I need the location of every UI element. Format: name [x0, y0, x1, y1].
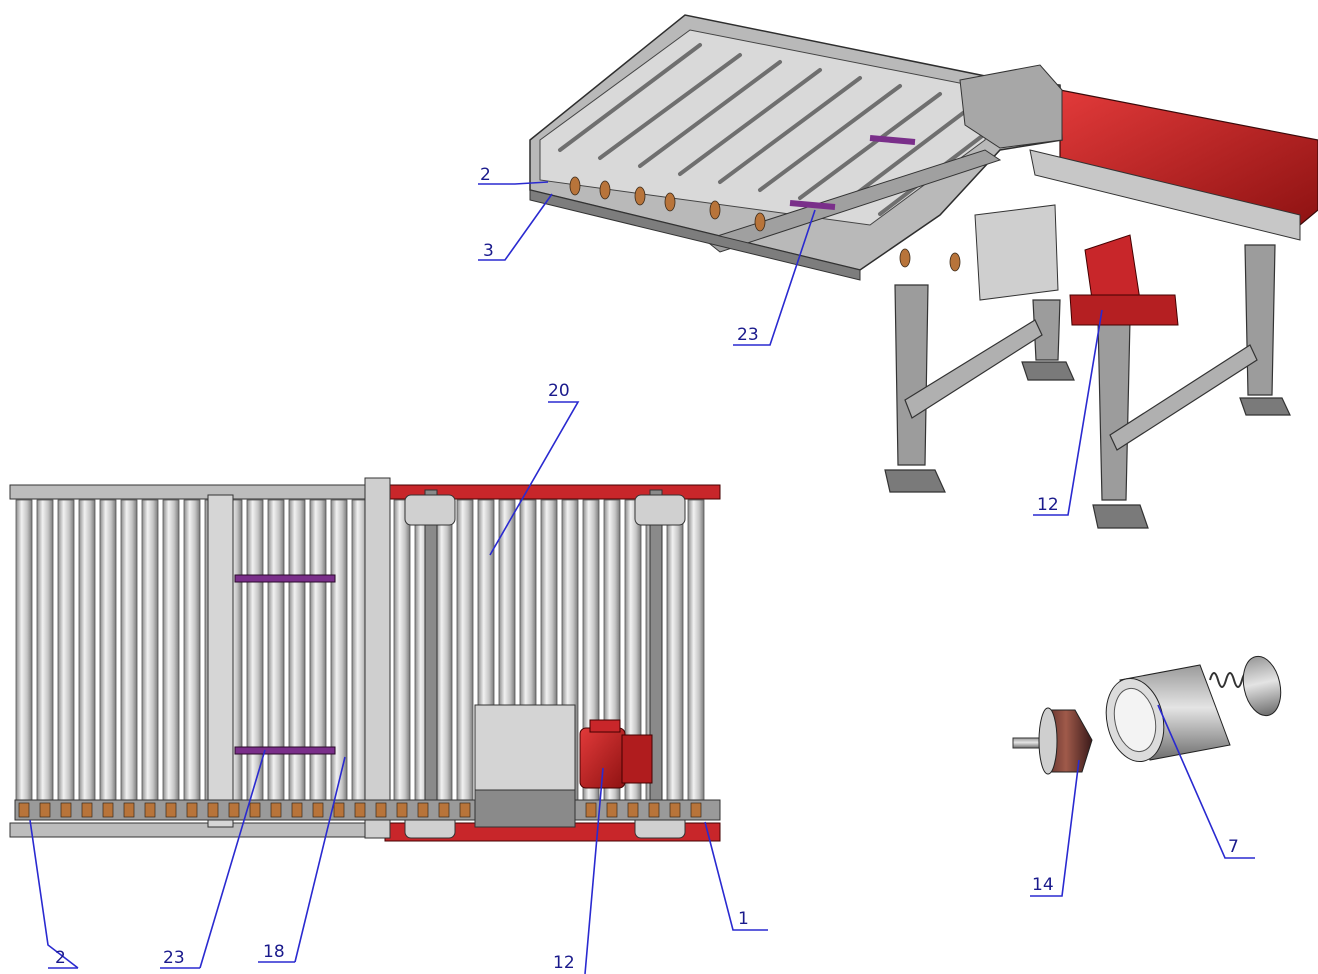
svg-text:14: 14 [1032, 875, 1054, 895]
bronze-collar [606, 802, 618, 818]
top-rail-grey [9, 484, 386, 500]
bronze-collar [270, 802, 282, 818]
bronze-collar [123, 802, 135, 818]
roller [183, 499, 201, 801]
bronze-collar [690, 802, 702, 818]
top-plan-view: 20 2 23 18 12 1 [9, 381, 768, 974]
bumper-sleeve [1105, 664, 1231, 762]
bronze-collar [459, 802, 471, 818]
bronze-collar [102, 802, 114, 818]
svg-text:12: 12 [1037, 495, 1059, 515]
svg-text:18: 18 [263, 942, 285, 962]
bronze-collar [165, 802, 177, 818]
roller [309, 499, 327, 801]
svg-text:7: 7 [1228, 837, 1239, 857]
top-callout-20: 20 [489, 381, 580, 556]
roller [687, 499, 705, 801]
gravity-roller-bed [529, 14, 1063, 281]
detail-callout-7: 7 [1157, 704, 1255, 859]
bronze-collar [18, 802, 30, 818]
roller [393, 499, 411, 801]
rubber-cone-bumper [1038, 707, 1093, 775]
bronze-collar [648, 802, 660, 818]
bronze-collar [354, 802, 366, 818]
bronze-collar [669, 802, 681, 818]
iso-callout-2: 2 [478, 165, 549, 185]
bronze-collar [333, 802, 345, 818]
iso-callout-23: 23 [733, 209, 816, 346]
bronze-collar [585, 802, 597, 818]
bronze-collar [81, 802, 93, 818]
bronze-collar [627, 802, 639, 818]
svg-text:3: 3 [483, 241, 494, 261]
roller [78, 499, 96, 801]
roller [246, 499, 264, 801]
roller [141, 499, 159, 801]
roller [666, 499, 684, 801]
bronze-collar [375, 802, 387, 818]
compression-spring [1209, 672, 1251, 688]
svg-text:2: 2 [480, 165, 491, 185]
roller [330, 499, 348, 801]
top-callout-18: 18 [258, 756, 346, 963]
roller [120, 499, 138, 801]
roller [57, 499, 75, 801]
rubber-stop-bar [234, 746, 336, 755]
bronze-collar [438, 802, 450, 818]
bronze-collar [249, 802, 261, 818]
exploded-detail-view: 14 7 [1012, 655, 1282, 897]
svg-text:20: 20 [548, 381, 570, 401]
roller [435, 499, 453, 801]
svg-text:12: 12 [553, 953, 575, 973]
iso-callout-3: 3 [478, 193, 553, 261]
top-callout-23: 23 [160, 749, 266, 969]
bronze-collar [207, 802, 219, 818]
svg-text:23: 23 [163, 948, 185, 968]
bronze-collar [60, 802, 72, 818]
roller [15, 499, 33, 801]
top-callout-1: 1 [704, 821, 768, 931]
bronze-collar [396, 802, 408, 818]
iso-callout-12: 12 [1033, 309, 1103, 516]
bronze-collar [312, 802, 324, 818]
support-stand [884, 244, 1291, 529]
svg-text:1: 1 [738, 909, 749, 929]
drive-motor [579, 719, 653, 789]
roller [456, 499, 474, 801]
svg-text:2: 2 [55, 948, 66, 968]
svg-text:23: 23 [737, 325, 759, 345]
bronze-collar [291, 802, 303, 818]
roller [288, 499, 306, 801]
rubber-stop-bar [234, 574, 336, 583]
bronze-collar [417, 802, 429, 818]
roller [99, 499, 117, 801]
roller [267, 499, 285, 801]
bronze-collar [144, 802, 156, 818]
drive-section [974, 89, 1318, 326]
top-callout-12: 12 [553, 767, 604, 974]
roller [36, 499, 54, 801]
isometric-view: 2 3 23 12 [478, 14, 1318, 529]
bronze-collar [186, 802, 198, 818]
detail-callout-14: 14 [1030, 759, 1080, 897]
roller [162, 499, 180, 801]
bronze-collar [228, 802, 240, 818]
bronze-collar [39, 802, 51, 818]
top-callout-2: 2 [29, 819, 79, 969]
